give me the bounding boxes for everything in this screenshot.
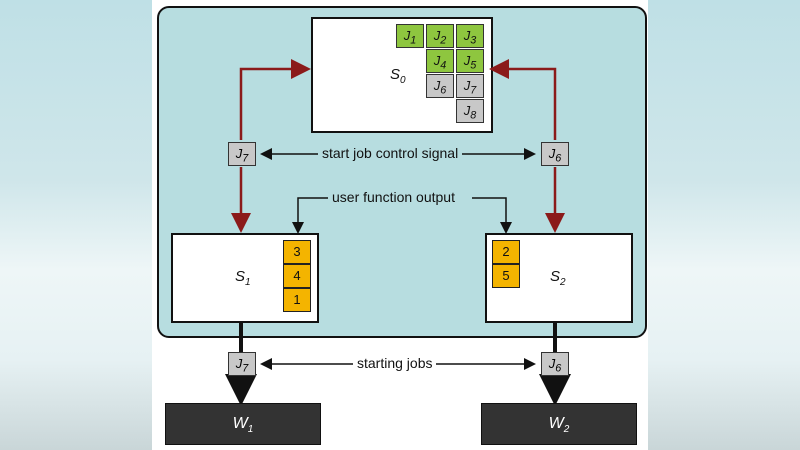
s2-label: S2 (550, 268, 566, 288)
queue-item: 1 (283, 288, 311, 312)
job-cell: J1 (396, 24, 424, 48)
queue-item: 3 (283, 240, 311, 264)
worker-box: W1 (165, 403, 321, 445)
token-left-top: J7 (228, 142, 256, 166)
job-cell: J7 (456, 74, 484, 98)
starting-jobs-label: starting jobs (353, 355, 437, 371)
job-cell: J5 (456, 49, 484, 73)
s0-label: S0 (390, 66, 406, 86)
s1-label: S1 (235, 268, 251, 288)
control-signal-label: start job control signal (318, 145, 463, 161)
user-output-arrow-right (472, 197, 512, 234)
background-right (648, 0, 800, 450)
arrows-layer (225, 59, 571, 406)
user-function-output-label: user function output (328, 189, 459, 205)
job-cell: J3 (456, 24, 484, 48)
job-cell: J6 (426, 74, 454, 98)
job-cell: J2 (426, 24, 454, 48)
control-arrow-left-up (239, 59, 311, 140)
job-cell: J4 (426, 49, 454, 73)
diagram-panel: S0 J1 J2 J3 J4 J5 J6 J7 J8 S1 3 4 1 S2 2… (152, 0, 648, 450)
control-arrow-right-up (489, 59, 557, 140)
queue-item: 2 (492, 240, 520, 264)
queue-item: 5 (492, 264, 520, 288)
worker-box: W2 (481, 403, 637, 445)
background-left (0, 0, 152, 450)
token-right-bottom: J6 (541, 352, 569, 376)
job-cell: J8 (456, 99, 484, 123)
token-left-bottom: J7 (228, 352, 256, 376)
queue-item: 4 (283, 264, 311, 288)
user-output-arrow-left (292, 197, 336, 234)
token-right-top: J6 (541, 142, 569, 166)
